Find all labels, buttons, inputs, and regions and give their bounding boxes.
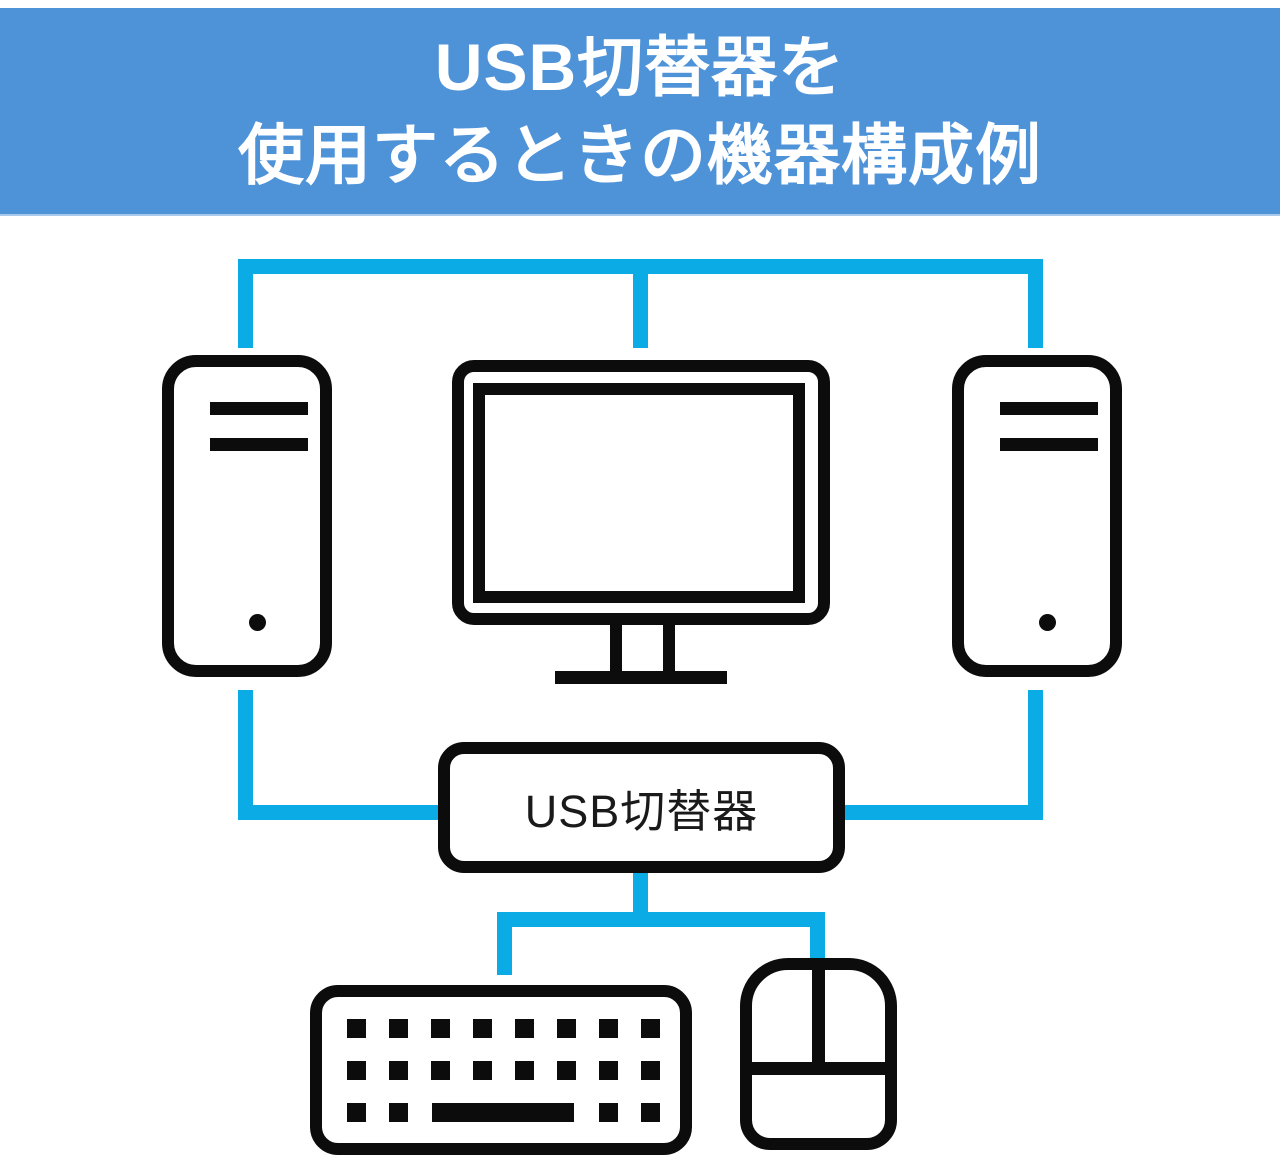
mouse-body-divider [752, 1062, 885, 1075]
mouse-icon [740, 958, 897, 1150]
mouse-button-divider [812, 970, 825, 1062]
cable-drop-mouse [810, 912, 825, 958]
cable-top-drop-right-pc [1028, 259, 1043, 348]
title-line-2: 使用するときの機器構成例 [238, 118, 1042, 192]
monitor-stand-right [663, 623, 675, 673]
keyboard-spacebar [432, 1103, 574, 1122]
keyboard-row-1 [347, 1019, 660, 1038]
cable-right-to-switcher [845, 805, 1043, 820]
keyboard-icon [310, 985, 692, 1155]
usb-switcher-label: USB切替器 [524, 786, 759, 837]
monitor-screen [473, 383, 805, 603]
pc-right-power-dot [1039, 614, 1056, 631]
pc-right-slot-1 [1000, 402, 1098, 415]
usb-switcher-box: USB切替器 [438, 742, 845, 873]
pc-right-slot-2 [1000, 438, 1098, 451]
keyboard-row-3-left-keys [347, 1103, 408, 1122]
monitor-stand-base [555, 671, 727, 684]
pc-right-tower-icon [952, 355, 1122, 677]
pc-left-power-dot [249, 614, 266, 631]
keyboard-row-3-right-keys [599, 1103, 660, 1122]
pc-left-slot-2 [210, 438, 308, 451]
monitor-icon [452, 360, 830, 625]
cable-left-pc-down [238, 690, 253, 820]
cable-left-to-switcher [238, 805, 438, 820]
pc-left-slot-1 [210, 402, 308, 415]
keyboard-row-2 [347, 1061, 660, 1080]
cable-drop-keyboard [497, 912, 512, 975]
title-banner: USB切替器を 使用するときの機器構成例 [0, 8, 1280, 216]
cable-right-pc-down [1028, 690, 1043, 820]
cable-top-drop-monitor [633, 259, 648, 348]
pc-left-tower-icon [162, 355, 332, 677]
monitor-stand-left [610, 623, 622, 673]
cable-bottom-rail [497, 912, 825, 927]
title-line-1: USB切替器を [434, 30, 846, 104]
cable-top-drop-left-pc [238, 259, 253, 348]
